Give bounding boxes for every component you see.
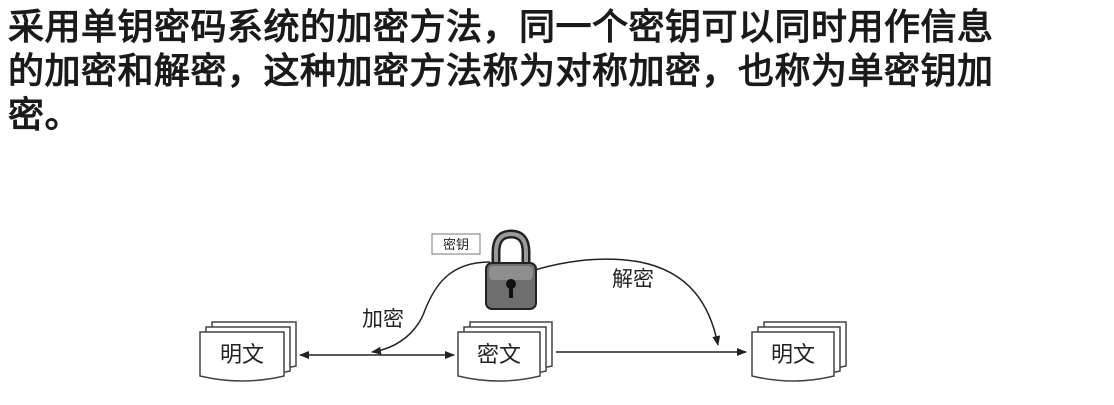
decrypt-curve-arrow — [527, 258, 721, 346]
description-line-3: 密。 — [8, 95, 82, 136]
padlock-icon — [485, 229, 537, 310]
plaintext-left-label: 明文 — [220, 343, 264, 368]
ciphertext-label: 密文 — [477, 343, 521, 368]
plaintext-right-document: 明文 — [751, 321, 847, 382]
description-line-1: 采用单钥密码系统的加密方法，同一个密钥可以同时用作信息 — [8, 7, 994, 48]
plaintext-left-document: 明文 — [199, 321, 297, 382]
plaintext-right-label: 明文 — [771, 343, 815, 368]
key-label: 密钥 — [443, 237, 469, 253]
decrypt-label: 解密 — [612, 267, 654, 291]
description-line-2: 的加密和解密，这种加密方法称为对称加密，也称为单密钥加 — [8, 51, 994, 92]
encrypt-label: 加密 — [362, 307, 404, 331]
ciphertext-document: 密文 — [457, 321, 553, 382]
encrypt-curve-arrow — [371, 261, 491, 355]
description-text: 采用单钥密码系统的加密方法，同一个密钥可以同时用作信息 的加密和解密，这种加密方… — [8, 6, 1108, 138]
key-label-box: 密钥 — [431, 233, 481, 255]
